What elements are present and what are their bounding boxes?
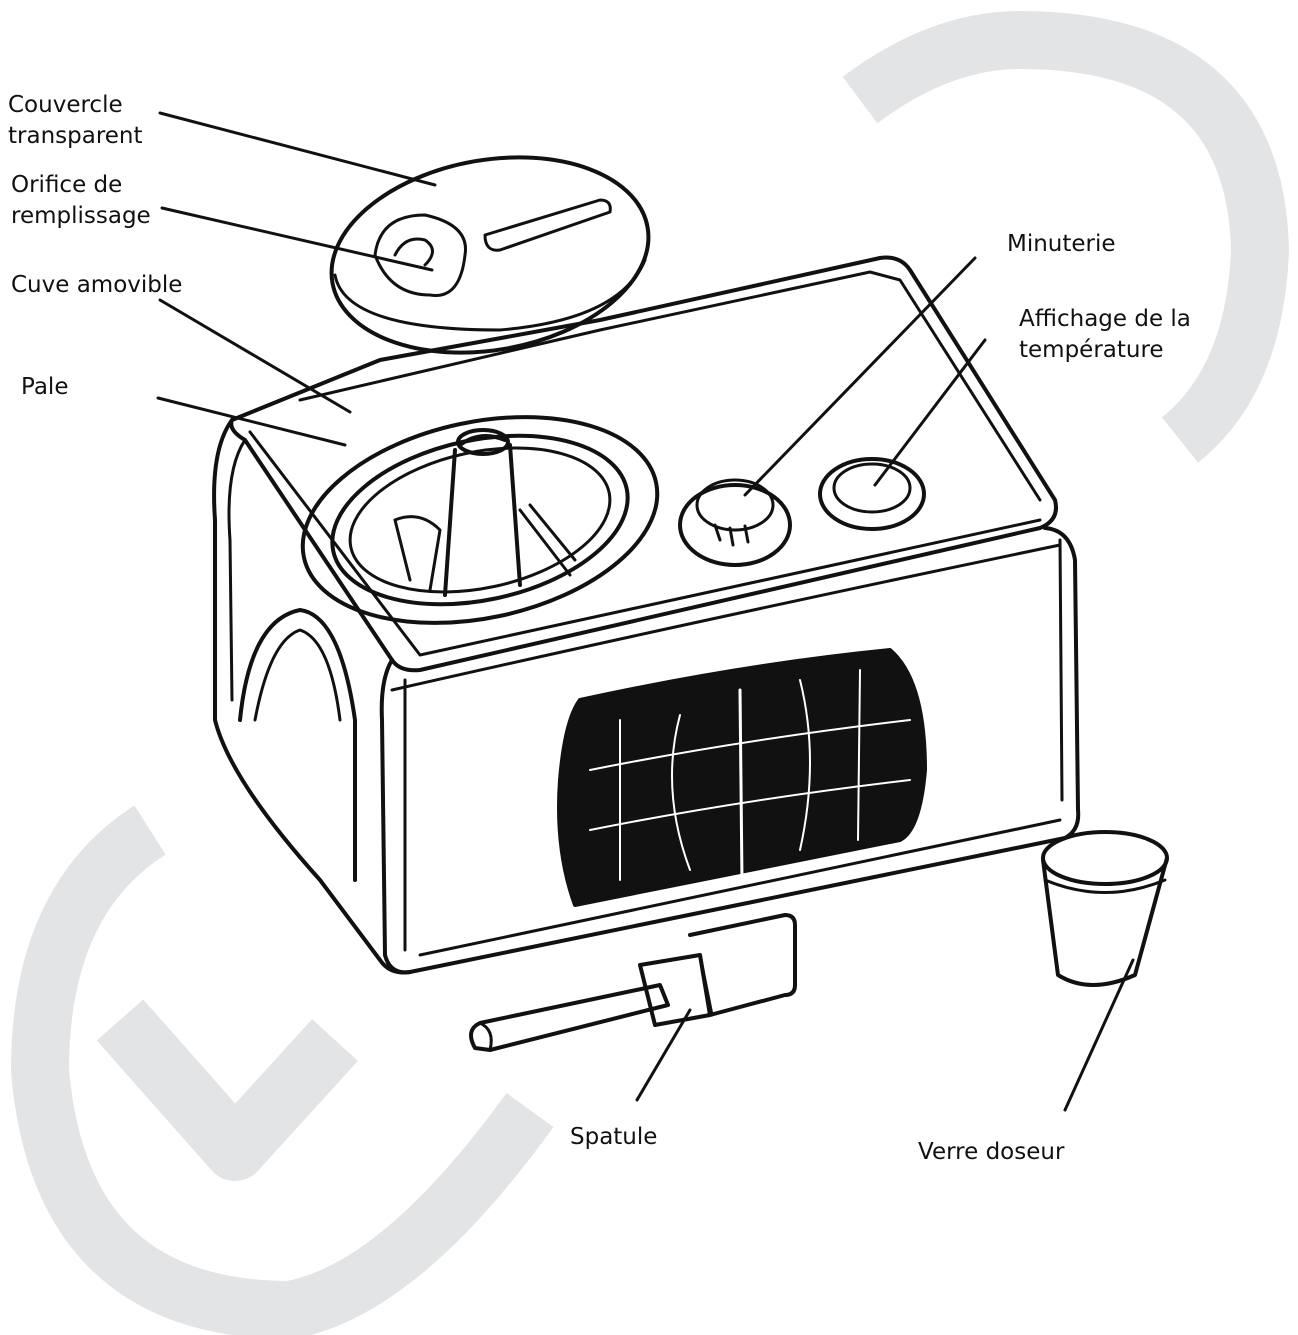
label-verre-doseur: Verre doseur bbox=[918, 1139, 1065, 1165]
label-couvercle-transparent: Couvercle transparent bbox=[8, 90, 143, 152]
label-line: Affichage de la bbox=[1019, 306, 1191, 332]
temperature-display bbox=[818, 457, 926, 531]
label-minuterie: Minuterie bbox=[1007, 231, 1116, 257]
transparent-lid bbox=[329, 155, 651, 355]
paddle bbox=[443, 434, 522, 597]
label-pale: Pale bbox=[21, 374, 69, 400]
machine-left-side bbox=[212, 418, 412, 975]
side-handle-recess bbox=[238, 608, 357, 882]
label-orifice-de-remplissage: Orifice de remplissage bbox=[11, 170, 151, 232]
machine-top-outline bbox=[229, 255, 1058, 673]
removable-bowl-inner bbox=[330, 433, 630, 607]
label-cuve-amovible: Cuve amovible bbox=[11, 272, 183, 298]
label-line: Couvercle bbox=[8, 92, 123, 118]
leader-lines bbox=[156, 111, 1135, 1112]
label-line: Orifice de bbox=[11, 172, 123, 198]
label-line: température bbox=[1019, 337, 1164, 363]
measuring-cup bbox=[1041, 830, 1169, 987]
spatula bbox=[469, 913, 797, 1052]
label-line: remplissage bbox=[11, 203, 151, 229]
watermark-logo bbox=[11, 11, 1289, 1335]
label-affichage-temperature: Affichage de la température bbox=[1019, 304, 1191, 366]
removable-bowl-outer bbox=[300, 415, 660, 625]
filling-hole bbox=[373, 213, 467, 297]
timer-knob bbox=[678, 483, 792, 567]
label-spatule: Spatule bbox=[570, 1124, 658, 1150]
label-line: transparent bbox=[8, 123, 143, 149]
